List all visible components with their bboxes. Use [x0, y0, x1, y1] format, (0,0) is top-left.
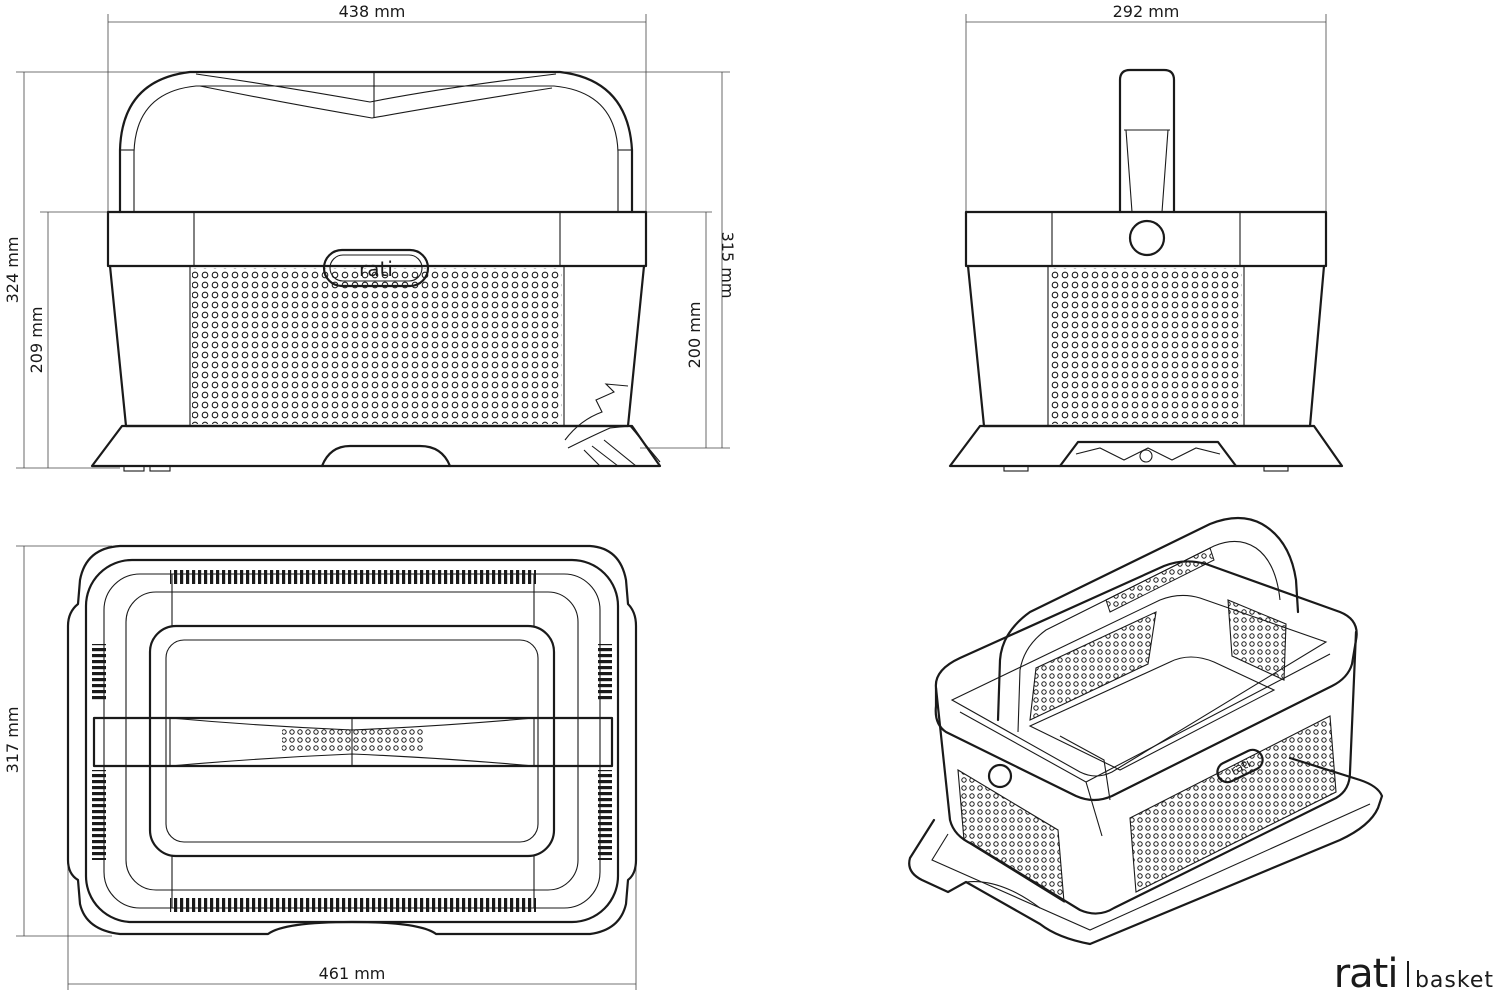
top-handle: [92, 716, 614, 768]
top-slots-left-a: [92, 644, 106, 702]
top-handle-grip: [282, 728, 424, 752]
dim-front-width: 438 mm: [107, 2, 647, 215]
side-view: 292 mm: [948, 2, 1344, 472]
top-slots-right-a: [598, 644, 612, 702]
iso-perforation-left: [957, 768, 1065, 904]
front-rim: [106, 210, 648, 268]
iso-rivet: [987, 763, 1013, 789]
side-rivet: [1128, 219, 1166, 257]
iso-perforation-front: [1129, 715, 1337, 893]
top-floor: [148, 624, 556, 858]
side-base: [948, 424, 1344, 468]
iso-base: [908, 756, 1384, 946]
footer-brand: rati basket: [1334, 951, 1494, 997]
iso-handle-grip: [1105, 547, 1215, 613]
dim-label-292: 292 mm: [1113, 2, 1180, 21]
dim-label-324: 324 mm: [3, 237, 22, 304]
side-handle: [1118, 68, 1176, 214]
iso-view: rati: [908, 516, 1384, 946]
dim-front-left-heights: 324 mm 209 mm: [3, 71, 195, 469]
footer-separator: [1407, 961, 1409, 987]
iso-body: [934, 630, 1358, 915]
front-handle: [118, 70, 634, 214]
front-base: [90, 424, 662, 468]
footer-product-name: basket: [1414, 968, 1494, 993]
iso-handle: [996, 516, 1300, 722]
top-slots-left-b: [92, 770, 106, 860]
dim-top-depth: 317 mm: [3, 545, 112, 937]
side-perforation: [1050, 268, 1242, 424]
top-slots-lower: [170, 898, 536, 912]
dim-label-209: 209 mm: [27, 307, 46, 374]
top-rim: [84, 558, 620, 924]
dim-side-width: 292 mm: [965, 2, 1327, 215]
dim-label-200: 200 mm: [685, 302, 704, 369]
dim-front-right-heights: 315 mm 200 mm: [560, 71, 737, 449]
dim-label-438: 438 mm: [339, 2, 406, 21]
front-view: 438 mm 324 mm 209 mm 315 mm 200 mm: [3, 2, 737, 472]
top-slots-upper: [170, 570, 536, 584]
top-view: 317 mm 461 mm: [3, 544, 638, 990]
side-rim: [964, 210, 1328, 268]
dim-label-315: 315 mm: [718, 232, 737, 299]
dim-label-461: 461 mm: [319, 964, 386, 983]
iso-perforation-inner: [1029, 611, 1157, 721]
footer-logo: rati: [1333, 951, 1399, 997]
front-perforation: [192, 268, 562, 424]
top-slots-right-b: [598, 770, 612, 860]
iso-rim: [934, 560, 1358, 802]
front-logo-text: rati: [359, 257, 393, 281]
iso-perforation-back: [1227, 599, 1287, 681]
front-logo-badge: [322, 248, 430, 288]
dim-label-317: 317 mm: [3, 707, 22, 774]
